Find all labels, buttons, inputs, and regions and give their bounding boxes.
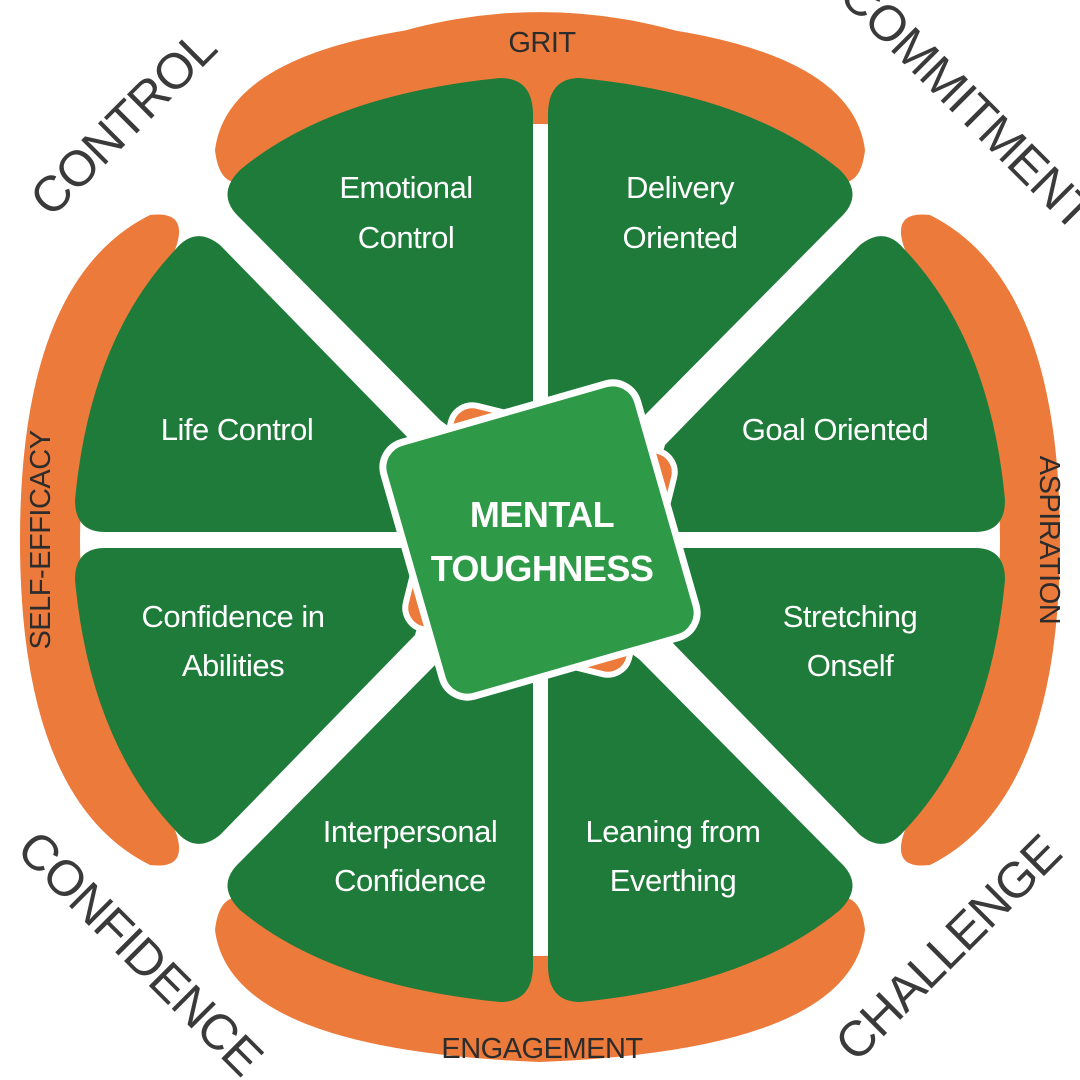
band-left	[20, 214, 180, 866]
segment-labels: Emotional Control Delivery Oriented Goal…	[141, 170, 928, 898]
segment-life-control	[75, 236, 431, 532]
segment-stretching-onself	[649, 548, 1005, 844]
segment-label-confidence-in-abilities-2: Abilities	[182, 648, 284, 683]
segment-label-delivery-oriented-1: Delivery	[626, 170, 735, 205]
corner-label-challenge: CHALLENGE	[824, 824, 1071, 1071]
band-label-engagement: ENGAGEMENT	[441, 1033, 643, 1065]
segment-delivery-oriented	[548, 78, 853, 437]
segment-label-stretching-onself-1: Stretching	[783, 599, 918, 634]
center-title-line2: TOUGHNESS	[431, 548, 654, 589]
segment-label-interpersonal-confidence-2: Confidence	[334, 863, 486, 898]
band-label-self-efficacy: SELF-EFFICACY	[25, 430, 57, 649]
segment-label-emotional-control-2: Control	[358, 220, 454, 255]
segment-label-goal-oriented-1: Goal Oriented	[742, 412, 929, 447]
segments	[75, 78, 1005, 1002]
segment-goal-oriented	[649, 236, 1005, 532]
center-title-line1: MENTAL	[470, 494, 614, 535]
corner-label-commitment: COMMITMENT	[829, 0, 1080, 241]
band-label-grit: GRIT	[508, 27, 576, 59]
segment-leaning-from-everthing	[548, 643, 853, 1002]
segment-interpersonal-confidence	[227, 643, 533, 1002]
center-green-square	[379, 379, 701, 701]
segment-label-leaning-from-everthing-1: Leaning from	[586, 814, 761, 849]
segment-label-confidence-in-abilities-1: Confidence in	[141, 599, 324, 634]
band-label-aspiration: ASPIRATION	[1033, 456, 1065, 625]
center-badge: MENTAL TOUGHNESS	[379, 379, 701, 701]
segment-confidence-in-abilities	[75, 548, 431, 844]
segment-label-life-control-1: Life Control	[161, 412, 314, 447]
segment-label-leaning-from-everthing-2: Everthing	[610, 863, 736, 898]
corner-label-control: CONTROL	[19, 19, 227, 227]
segment-emotional-control	[227, 78, 533, 437]
band-right	[900, 214, 1060, 866]
segment-label-delivery-oriented-2: Oriented	[623, 220, 738, 255]
segment-label-stretching-onself-2: Onself	[807, 648, 894, 683]
segment-label-interpersonal-confidence-1: Interpersonal	[323, 814, 497, 849]
segment-label-emotional-control-1: Emotional	[339, 170, 472, 205]
band-labels: GRIT ENGAGEMENT ASPIRATION SELF-EFFICACY	[25, 27, 1065, 1065]
